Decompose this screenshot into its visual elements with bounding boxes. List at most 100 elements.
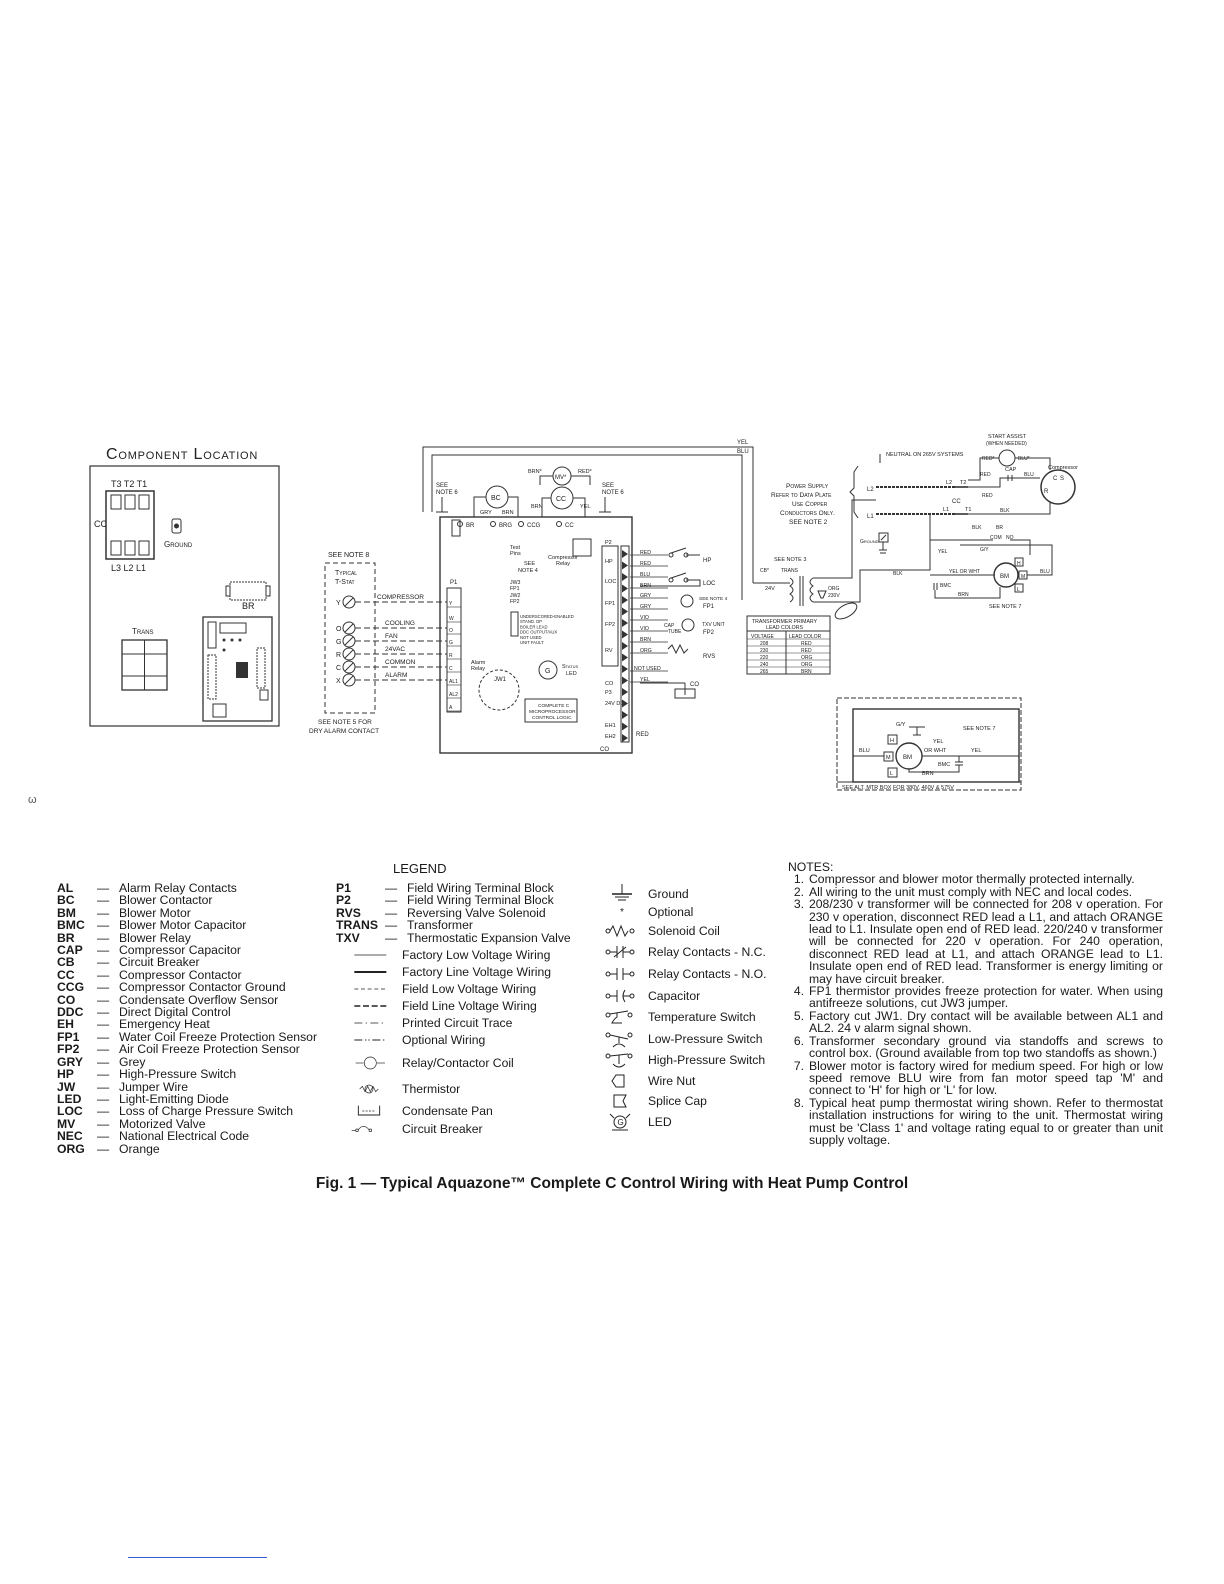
symbol-legend-label: Relay Contacts - N.C. (648, 945, 766, 959)
ttable-h-lead: LEAD COLOR (789, 634, 822, 640)
abbreviation-key: LOC (57, 1104, 83, 1119)
power-section: START ASSIST (WHEN NEEDED) NEUTRAL ON 26… (753, 434, 1078, 620)
device-fp1: FP1 (703, 604, 715, 610)
abbreviation-key: TRANS (336, 918, 378, 933)
abbreviation-key: RVS (336, 905, 361, 920)
line-legend-label: Printed Circuit Trace (402, 1016, 513, 1030)
component-location-panel: Component Location T3 T2 T1 CC L3 L2 L1 … (89, 446, 280, 727)
alt-m: M (886, 755, 891, 761)
abbreviation-row: RVS—Reversing Valve Solenoid (336, 905, 586, 920)
right-wire-10: NOT USED (634, 666, 661, 672)
txv-cap: CAP (664, 623, 675, 629)
compressor-relay-2: Relay (556, 561, 570, 567)
abbreviation-value: Motorized Valve (119, 1116, 206, 1131)
legend-title: LEGEND (393, 861, 447, 876)
tstat-function-2: FAN (385, 633, 398, 640)
symbol-legend-label: Splice Cap (648, 1094, 707, 1108)
see-note-6-a1: SEE (436, 483, 448, 489)
start-blu-star: BLU* (1018, 456, 1030, 462)
start-assist-component (998, 449, 1016, 467)
dash: — (97, 1104, 110, 1119)
abbreviation-value: Light-Emitting Diode (119, 1091, 229, 1106)
splice-cap-icon (613, 1094, 627, 1108)
alt-bmc: BMC (938, 762, 950, 768)
dash: — (97, 930, 110, 945)
cc-terminals-top: T3 T2 T1 (111, 479, 147, 489)
symbol-legend-row: Capacitor (596, 985, 786, 1007)
cc-mid-label: CC (952, 499, 961, 505)
note-text: Typical heat pump thermostat wiring show… (809, 1095, 1163, 1147)
ttable-color-2: ORG (801, 655, 813, 661)
board-bottom-co: CO (600, 747, 609, 753)
right-header-7: P3 (605, 690, 612, 696)
page-mark: ω (28, 794, 37, 806)
abbreviation-key: JW (57, 1079, 76, 1094)
ttable-color-4: BRN (801, 669, 812, 675)
p1-terminal-2: O (449, 628, 453, 634)
note-number: 2. (793, 884, 804, 899)
abbreviation-key: NEC (57, 1129, 83, 1144)
wire-gry: GRY (480, 510, 492, 516)
board-bottom-red: RED (636, 732, 649, 738)
abbreviation-key: CB (57, 955, 75, 970)
figure-caption: Fig. 1 — Typical Aquazone™ Complete C Co… (315, 1175, 909, 1192)
note-number: 8. (793, 1095, 804, 1110)
alt-bm: BM (903, 755, 912, 761)
bm-wire-yel-wht: YEL OR WHT (949, 569, 980, 575)
right-devices: HP LOC FP1 SEE NOTE 4 CAP TUBE TXV UNIT … (640, 547, 728, 699)
dash: — (97, 893, 110, 908)
right-wire-0: RED (640, 550, 651, 556)
abbreviation-key: EH (57, 1017, 74, 1032)
cb-star: CB* (760, 568, 769, 574)
wire-blu-top: BLU (737, 449, 749, 455)
line-legend-row: Field Low Voltage Wiring (340, 981, 590, 998)
symbol-legend-row: High-Pressure Switch (596, 1050, 786, 1072)
abbreviation-value: Alarm Relay Contacts (119, 881, 237, 895)
ttable-voltage-0: 208 (760, 641, 769, 647)
ground-location-label: Ground (164, 540, 193, 549)
ttable-voltage-2: 220 (760, 655, 769, 661)
abbreviation-row: JW—Jumper Wire (57, 1079, 327, 1094)
symbol-legend-label: High-Pressure Switch (648, 1053, 766, 1068)
see-note-8: SEE NOTE 8 (328, 552, 369, 559)
device-rvs: RVS (703, 654, 715, 660)
abbreviation-key: DDC (57, 1005, 84, 1020)
dash: — (97, 992, 110, 1007)
abbreviation-row: LED—Light-Emitting Diode (57, 1091, 327, 1106)
dash: — (97, 1141, 110, 1156)
note-text: All wiring to the unit must comply with … (809, 884, 1133, 899)
abbreviation-key: TXV (336, 930, 360, 945)
wire-brn-2: BRN (531, 504, 543, 510)
line-legend-row: Circuit Breaker (340, 1121, 590, 1138)
abbreviation-value: Transformer (407, 918, 473, 933)
right-header-4: FP2 (605, 622, 615, 628)
line-legend-label: Circuit Breaker (402, 1122, 483, 1137)
jumper-fp2: FP2 (510, 599, 520, 605)
abbreviation-value: Field Wiring Terminal Block (407, 893, 554, 908)
compressor-contactor: T3 T2 T1 CC L3 L2 L1 (94, 479, 155, 573)
symbol-legend-row: Relay Contacts - N.O. (596, 963, 786, 985)
jw1-label: JW1 (494, 677, 507, 683)
line-symbol-icon (355, 1056, 385, 1070)
bm-label: BM (1000, 574, 1009, 580)
abbreviation-row: BM—Blower Motor (57, 906, 327, 919)
cc-label: CC (94, 519, 107, 529)
see-note-7: SEE NOTE 7 (989, 604, 1021, 610)
abbreviation-value: Direct Digital Control (119, 1005, 231, 1020)
abbreviation-value: Water Coil Freeze Protection Sensor (119, 1029, 318, 1044)
control-board: YEL BLU SEE NOTE 6 SEE NOTE 6 BC MV* CC … (422, 440, 754, 754)
alt-gy: G/Y (896, 722, 906, 728)
right-wire-5: GRY (640, 604, 652, 610)
note-number: 5. (793, 1008, 804, 1023)
dip-text-5: UNIT FAULT (520, 640, 544, 645)
pin-arrow-icon (622, 676, 628, 685)
wire-brn-1: BRN (502, 510, 514, 516)
abbreviation-row: BR—Blower Relay (57, 930, 327, 945)
cc-coil-label: CC (556, 496, 566, 503)
trans-org: ORG (828, 586, 840, 592)
symbol-legend-row: Temperature Switch (596, 1007, 786, 1029)
transformer-location: Trans (121, 627, 168, 691)
